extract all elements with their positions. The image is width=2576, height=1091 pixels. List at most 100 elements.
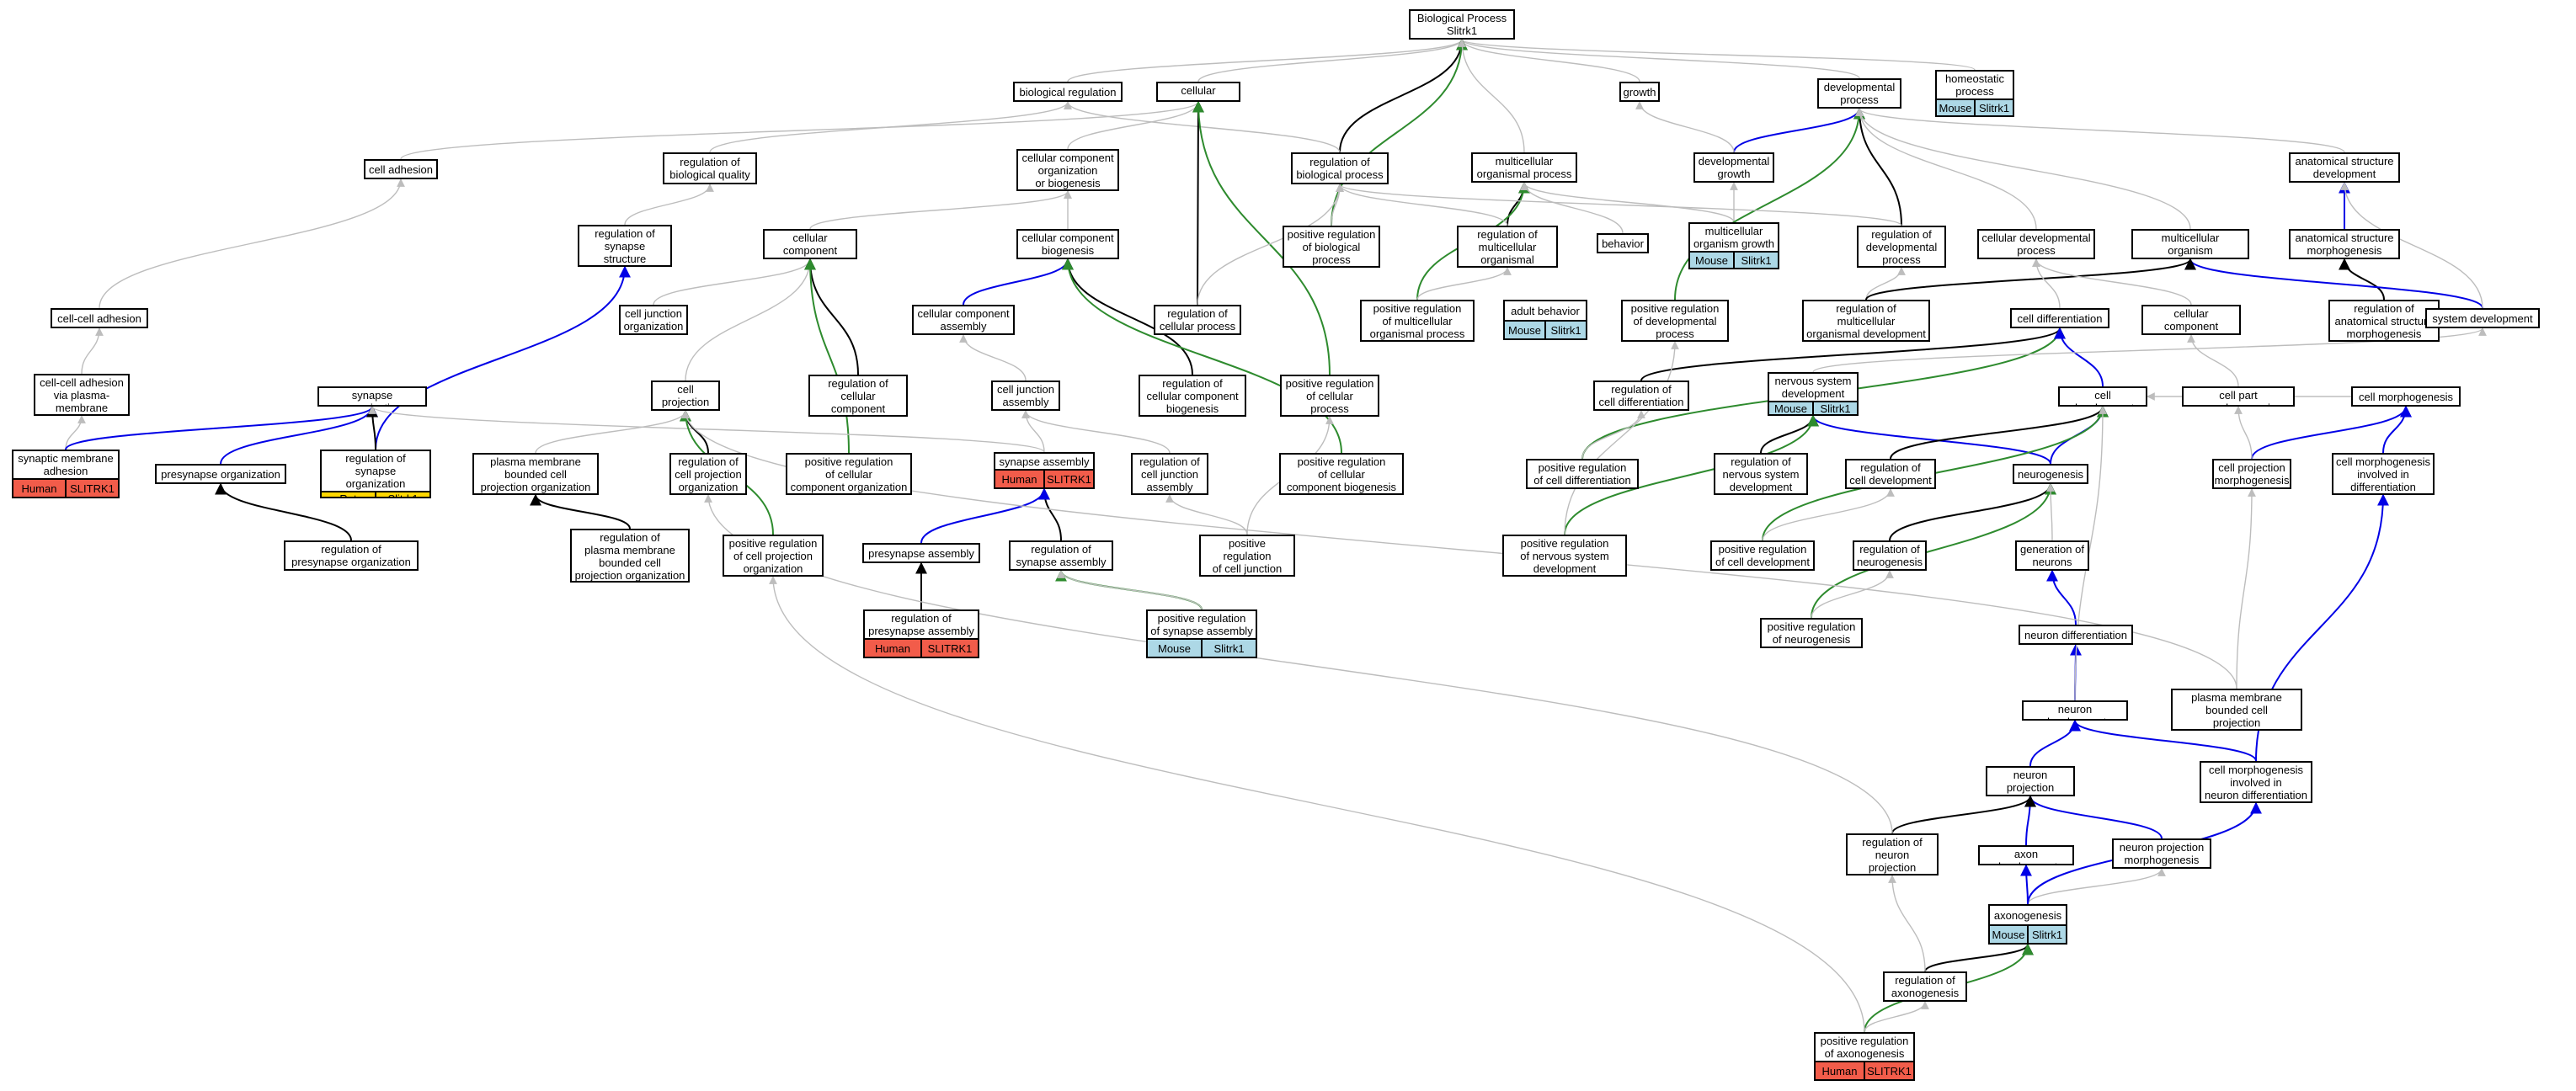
node-posregmultiproc[interactable]: positive regulation of multicellular org… [1360, 300, 1475, 342]
node-regpresynorg[interactable]: regulation of presynapse organization [284, 540, 419, 571]
node-posregcellproc[interactable]: positive regulation of cellular process [1280, 375, 1379, 417]
node-label: adult behavior [1511, 304, 1580, 317]
node-regsynstruct[interactable]: regulation of synapse structure or activ… [578, 225, 672, 267]
node-cmorphneur[interactable]: cell morphogenesis involved in neuron di… [2200, 761, 2312, 803]
node-posregneurogen[interactable]: positive regulation of neurogenesis [1760, 618, 1863, 648]
edge-nsdev-to-sysdev [1812, 327, 2487, 373]
edge-posregcellproc-to-cellproc [1192, 100, 1331, 375]
node-cpmorph2[interactable]: cell projection morphogenesis [2212, 459, 2291, 489]
node-devgrowth[interactable]: developmental growth [1693, 152, 1774, 183]
node-regcelldev[interactable]: regulation of cell development [1845, 459, 1936, 489]
node-posregcco[interactable]: positive regulation of cellular componen… [786, 453, 912, 495]
node-neurogen[interactable]: neurogenesis [2013, 464, 2088, 484]
node-ccob[interactable]: cellular component organization or bioge… [1016, 149, 1119, 191]
node-posregdevproc[interactable]: positive regulation of developmental pro… [1621, 300, 1729, 342]
node-pmbcpo[interactable]: plasma membrane bounded cell projection … [472, 453, 599, 495]
node-label: neurogenesis [2017, 467, 2084, 481]
node-devproc[interactable]: developmental process [1817, 78, 1901, 109]
node-posregcelldiff[interactable]: positive regulation of cell differentiat… [1526, 459, 1639, 489]
node-neurdev[interactable]: neuron development [2022, 700, 2128, 721]
node-bioreg[interactable]: biological regulation [1013, 82, 1123, 102]
node-neurdiff[interactable]: neuron differentiation [2019, 625, 2133, 645]
node-regccb[interactable]: regulation of cellular component biogene… [1139, 375, 1246, 417]
node-cjo[interactable]: cell junction organization [619, 305, 688, 335]
node-root[interactable]: Biological Process Slitrk1 [1409, 9, 1515, 40]
node-regcja[interactable]: regulation of cell junction assembly [1131, 453, 1208, 495]
node-cellproc[interactable]: cellular process [1156, 82, 1240, 102]
node-regcco[interactable]: regulation of cellular component organiz… [808, 375, 908, 417]
edge-synmemadh-to-ccadhpm [65, 415, 86, 450]
node-asdev[interactable]: anatomical structure development [2289, 152, 2400, 183]
node-asmorph[interactable]: anatomical structure morphogenesis [2289, 229, 2400, 259]
node-posregcja[interactable]: positive regulation of cell junction ass… [1199, 535, 1295, 577]
node-regmultidev[interactable]: regulation of multicellular organismal d… [1802, 300, 1930, 342]
node-label: system development [2432, 311, 2533, 325]
node-regcelldiff[interactable]: regulation of cell differentiation [1593, 381, 1689, 411]
node-regcellproc[interactable]: regulation of cellular process [1154, 305, 1241, 335]
node-cmorphdiff[interactable]: cell morphogenesis involved in different… [2332, 453, 2435, 495]
node-celldevproc[interactable]: cellular developmental process [1977, 229, 2095, 259]
node-cpmorph[interactable]: cell part morphogenesis [2182, 386, 2295, 407]
node-celldev[interactable]: cell development [2058, 386, 2147, 407]
node-cellcelladh[interactable]: cell-cell adhesion [51, 308, 148, 328]
node-regaxonogen[interactable]: regulation of axonogenesis [1883, 971, 1967, 1002]
node-celldiff[interactable]: cell differentiation [2010, 308, 2109, 328]
node-ccmorph[interactable]: cellular component morphogenesis [2141, 305, 2241, 335]
node-posregccb[interactable]: positive regulation of cellular componen… [1279, 453, 1404, 495]
node-regdevproc[interactable]: regulation of developmental process [1857, 226, 1946, 268]
node-axondev[interactable]: axon development [1978, 845, 2074, 865]
node-sysdev[interactable]: system development [2425, 308, 2540, 328]
node-regnsdev[interactable]: regulation of nervous system development [1714, 453, 1808, 495]
node-cca[interactable]: cellular component assembly [912, 305, 1015, 335]
node-regasmorph[interactable]: regulation of anatomical structure morph… [2328, 300, 2440, 342]
node-regsynasm[interactable]: regulation of synapse assembly [1009, 540, 1113, 571]
node-cpo[interactable]: cell projection organization [651, 381, 720, 411]
node-ccb[interactable]: cellular component biogenesis [1016, 229, 1119, 259]
node-regneurogen[interactable]: regulation of neurogenesis [1853, 540, 1927, 571]
node-celladh[interactable]: cell adhesion [364, 159, 438, 179]
node-posregcpo[interactable]: positive regulation of cell projection o… [723, 535, 824, 577]
node-cellmorph[interactable]: cell morphogenesis [2351, 386, 2461, 407]
node-label: axonogenesis [1993, 908, 2062, 922]
edge-npmorph-to-npdev [2024, 795, 2163, 839]
node-ccadhpm[interactable]: cell-cell adhesion via plasma-membrane a… [34, 374, 130, 416]
node-regpmbcpo[interactable]: regulation of plasma membrane bounded ce… [570, 529, 690, 583]
node-npdev[interactable]: neuron projection development [1986, 766, 2075, 796]
node-multiproc[interactable]: multicellular organismal process [1471, 152, 1577, 183]
node-posregnsdev[interactable]: positive regulation of nervous system de… [1502, 535, 1627, 577]
edge-posregnsdev-to-posregdevproc [1564, 341, 1679, 535]
node-regsynorg[interactable]: regulation of synapse organizationRatSli… [320, 450, 431, 498]
node-pmbcpmorph[interactable]: plasma membrane bounded cell projection … [2171, 689, 2302, 731]
node-genneurons[interactable]: generation of neurons [2015, 540, 2089, 571]
node-regcpo[interactable]: regulation of cell projection organizati… [669, 453, 747, 495]
node-label: regulation of neurogenesis [1856, 543, 1923, 568]
node-posregcelldev[interactable]: positive regulation of cell development [1710, 540, 1815, 571]
node-behavior[interactable]: behavior [1597, 233, 1649, 253]
node-regnpdev[interactable]: regulation of neuron projection developm… [1846, 833, 1939, 875]
node-cco[interactable]: cellular component organization [763, 229, 857, 259]
node-synorg[interactable]: synapse organization [317, 386, 427, 407]
node-cja[interactable]: cell junction assembly [991, 381, 1060, 411]
node-regbioproc[interactable]: regulation of biological process [1291, 152, 1389, 184]
node-growth[interactable]: growth [1619, 82, 1660, 102]
node-label: developmental growth [1698, 155, 1770, 180]
node-posregbioproc[interactable]: positive regulation of biological proces… [1283, 226, 1380, 268]
node-presynorg[interactable]: presynapse organization [155, 464, 286, 484]
node-regbioqual[interactable]: regulation of biological quality [663, 152, 757, 184]
node-npmorph[interactable]: neuron projection morphogenesis [2112, 838, 2211, 869]
node-label: regulation of cellular process [1159, 307, 1236, 333]
node-regmultiproc[interactable]: regulation of multicellular organismal p… [1457, 226, 1558, 268]
node-multidev[interactable]: multicellular organism development [2131, 229, 2249, 259]
node-presynasm[interactable]: presynapse assembly [862, 543, 980, 563]
